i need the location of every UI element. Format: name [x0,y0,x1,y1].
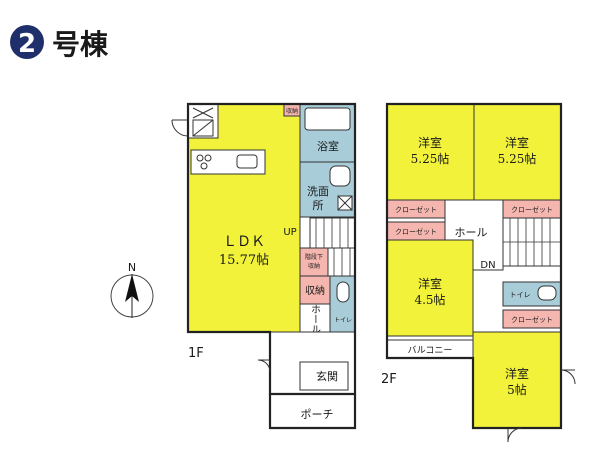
staircase-1f [309,217,356,249]
toilet-1f-label: トイレ [334,317,352,324]
room2-size: 5.25帖 [498,151,537,166]
entrance-label: 玄関 [316,369,338,383]
under-stair-storage [299,247,329,277]
floor-1-plan: 収納 浴室 洗面 所 UP 階段下 収納 収納 トイレ [171,102,357,430]
western-room-2 [473,103,562,201]
bath-label: 浴室 [317,139,339,153]
washroom-label-2: 所 [313,199,324,212]
room3-size: 4.5帖 [414,292,445,307]
washroom-label-1: 洗面 [307,185,329,198]
floor-2-outer-wall [385,102,563,430]
porch-label: ポーチ [301,408,334,421]
entrance-area [269,331,356,395]
under-stair-storage-label-1: 階段下 [305,253,323,261]
ldk-size: 15.77帖 [219,253,269,268]
floor-2-plan: 洋室 5.25帖 洋室 5.25帖 クローゼット クローゼット クローゼット ホ… [381,102,576,443]
storage-label: 収納 [305,284,325,297]
badge-number: 2 [18,29,36,59]
toilet-2f-label: トイレ [510,291,531,299]
room1-name: 洋室 [418,135,442,150]
kitchen-counter [190,149,266,175]
hall-2f-label: ホール [455,226,488,239]
hall-1f-label: ホール [309,304,321,334]
under-stair-storage-label-2: 収納 [308,262,320,270]
closet-4-label: クローゼット [511,315,553,324]
badge-circle [10,25,44,59]
closet-2-label: クローゼット [395,227,437,236]
building-title: 号棟 [52,28,109,61]
header: 2 号棟 [10,25,109,61]
up-label: UP [283,227,296,238]
room4-name: 洋室 [505,366,529,381]
ldk-name: ＬＤＫ [223,234,265,250]
ldk-room [187,103,301,333]
room4-size: 5帖 [507,382,527,397]
closet-3-label: クローゼット [511,205,553,214]
floor-1-label: 1F [188,346,204,361]
small-storage-label: 収納 [286,107,298,115]
western-room-3 [386,239,474,337]
room2-name: 洋室 [505,135,529,150]
closet-1-label: クローゼット [395,205,437,214]
compass-n-label: N [128,261,136,274]
balcony-label: バルコニー [408,345,453,356]
room3-name: 洋室 [418,276,442,291]
north-compass-icon: N [110,261,154,318]
floor-2-label: 2F [381,372,397,387]
room1-size: 5.25帖 [411,151,450,166]
dn-label: DN [480,260,495,271]
hall-2f [444,199,504,271]
